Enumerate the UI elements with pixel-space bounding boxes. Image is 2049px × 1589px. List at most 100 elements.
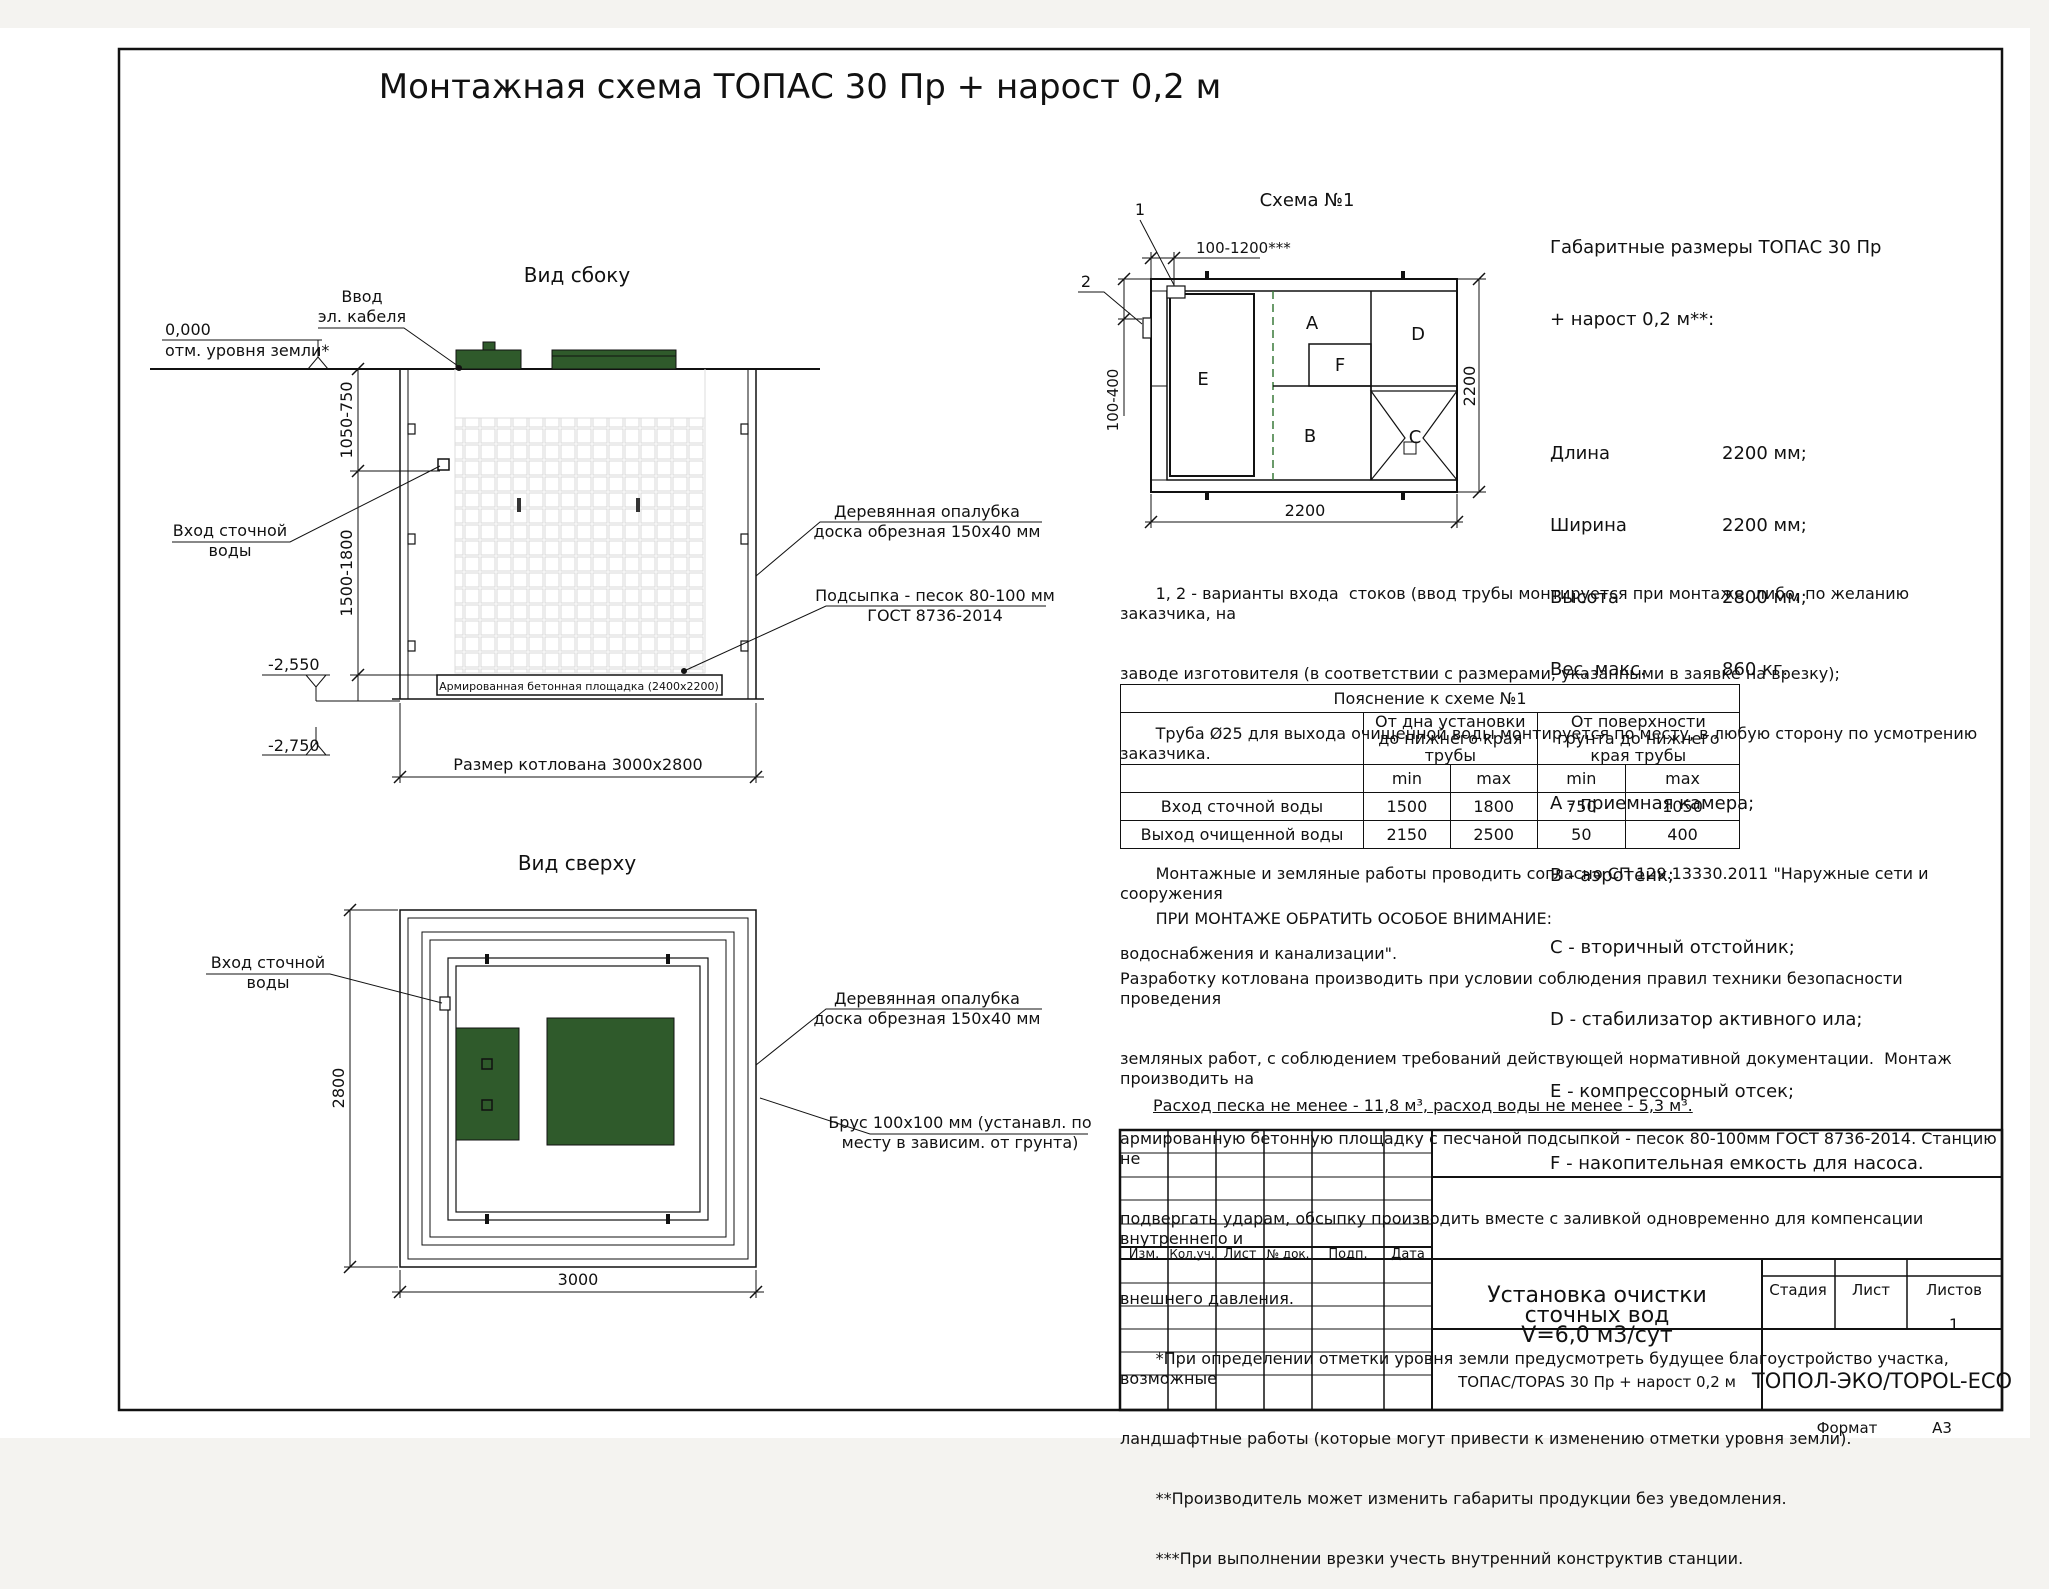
product-title-3: V=6,0 м3/сут (1521, 1323, 1673, 1348)
legend-item: B - аэротенк; (1550, 865, 1674, 886)
stamp-company: ТОПОЛ-ЭКО/TOPOL-ECO (1751, 1369, 2012, 1393)
zone-e (1169, 293, 1255, 477)
dim-row-label: Высота (1550, 587, 1619, 608)
cell: 400 (1625, 820, 1740, 849)
zone-label-c: C (1409, 427, 1422, 448)
stamp-col-izm: Изм. (1129, 1247, 1160, 1262)
stamp-col-date: Дата (1391, 1247, 1425, 1262)
top-inlet-label-2: воды (247, 973, 290, 992)
dim-inlet-height: 1500-1800 (337, 529, 356, 616)
scheme-explanation-table: Пояснение к схеме №1 От дна установки до… (1120, 684, 1741, 849)
table-subheader: max (1625, 764, 1740, 793)
stamp-model: ТОПАС/TOPAS 30 Пр + нарост 0,2 м (1457, 1373, 1736, 1391)
pit-outline (399, 909, 757, 1268)
note-line: армированную бетонную площадку с песчано… (1120, 1129, 2002, 1168)
legend-item: C - вторичный отстойник; (1550, 937, 1795, 958)
beam-label-1: Брус 100х100 мм (устанавл. по (828, 1113, 1091, 1132)
inlet-pipe (437, 458, 450, 471)
product-title-1: Установка очистки (1487, 1283, 1707, 1308)
callout-1: 1 (1135, 200, 1145, 219)
sheet-frame (117, 47, 2004, 1412)
dim-row-value: 2800 мм; (1722, 587, 1807, 608)
top-view: Вид сверху Вход сточной воды Деревянная … (206, 851, 1092, 1299)
beam-label-2: месту в зависим. от грунта) (842, 1133, 1079, 1152)
mark-mid: -2,550 (268, 655, 320, 674)
consumption-note: Расход песка не менее - 11,8 м³, расход … (1153, 1096, 1693, 1115)
zone-label-f: F (1335, 355, 1345, 376)
note-line: ***При выполнении врезки учесть внутренн… (1120, 1549, 1744, 1568)
table-row: Выход очищенной воды 2150 2500 50 400 (1120, 820, 1740, 849)
cell: 2500 (1449, 820, 1538, 849)
table-subheader: min (1363, 764, 1451, 793)
table-row: Вход сточной воды 1500 1800 750 1050 (1120, 792, 1740, 821)
ground-mark-label: отм. уровня земли* (165, 341, 329, 360)
format-value: А3 (1932, 1419, 1952, 1437)
lid-small-top (455, 1027, 520, 1141)
top-formwork-label-1: Деревянная опалубка (834, 989, 1020, 1008)
cable-label-2: эл. кабеля (318, 307, 406, 326)
lid-large (551, 349, 677, 370)
stamp (1118, 1128, 2004, 1412)
table-subheader: max (1449, 764, 1538, 793)
inlet-label-1: Вход сточной (173, 521, 287, 540)
scheme-dim-left: 100-400 (1104, 369, 1122, 432)
dim-row-label: Ширина (1550, 515, 1627, 536)
scheme-title: Схема №1 (1260, 190, 1355, 211)
sheets-total: 1 (1949, 1315, 1959, 1334)
table-group-1: От дна установки до нижнего края трубы (1363, 712, 1538, 765)
dims-title-2: + нарост 0,2 м**: (1550, 309, 1715, 330)
row-label: Выход очищенной воды (1120, 820, 1364, 849)
formwork-label-1: Деревянная опалубка (834, 502, 1020, 521)
table-empty-sub (1120, 764, 1364, 793)
cell: 750 (1536, 792, 1627, 821)
zone-f (1308, 343, 1372, 387)
dims-title-1: Габаритные размеры ТОПАС 30 Пр (1550, 237, 1882, 258)
concrete-slab (436, 674, 723, 696)
stamp-col-doc: № док. (1267, 1247, 1310, 1261)
legend-item: E - компрессорный отсек; (1550, 1081, 1795, 1102)
note-line: 1, 2 - варианты входа стоков (ввод трубы… (1120, 584, 1915, 623)
note-line: Разработку котлована производить при усл… (1120, 969, 1908, 1008)
dim-inlet-depth: 1050-750 (337, 381, 356, 458)
top-dim-width: 3000 (558, 1270, 599, 1289)
cell: 2150 (1363, 820, 1451, 849)
zone-label-b: B (1304, 426, 1316, 447)
scheme-1: Схема №1 E A B C D F 1 2 (1078, 190, 1486, 529)
table-group-2: От поверхности грунта до нижнего края тр… (1536, 712, 1741, 765)
dim-row-value: 2200 мм; (1722, 515, 1807, 536)
cell: 1500 (1363, 792, 1451, 821)
product-title-2: сточных вод (1525, 1303, 1670, 1328)
note-line: ландшафтные работы (которые могут привес… (1120, 1429, 1852, 1448)
dim-row-value: 860 кг. (1722, 659, 1789, 680)
drawing-sheet: Монтажная схема ТОПАС 30 Пр + нарост 0,2… (0, 28, 2030, 1568)
note-line: заводе изготовителя (в соответствии с ра… (1120, 664, 1840, 683)
side-view-title: Вид сбоку (524, 263, 631, 287)
slab-label: Армированная бетонная площадка (2400х220… (439, 680, 719, 693)
format-label: Формат (1817, 1419, 1878, 1437)
table-caption: Пояснение к схеме №1 (1120, 684, 1740, 713)
cell: 1800 (1449, 792, 1538, 821)
note-line: водоснабжения и канализации". (1120, 944, 1398, 963)
notes-bottom: ПРИ МОНТАЖЕ ОБРАТИТЬ ОСОБОЕ ВНИМАНИЕ: Ра… (1120, 869, 2000, 1589)
side-view: Вид сбоку Армированная бетонная площадка (150, 263, 1055, 784)
scheme-dim-bottom: 2200 (1285, 501, 1326, 520)
legend-item: F - накопительная емкость для насоса. (1550, 1153, 1924, 1174)
lid-small (455, 349, 522, 370)
note-line: *При определении отметки уровня земли пр… (1120, 1349, 1954, 1388)
note-line: земляных работ, с соблюдением требований… (1120, 1049, 1957, 1088)
scheme-dim-top: 100-1200*** (1196, 239, 1291, 257)
cell: 1050 (1625, 792, 1740, 821)
top-formwork-label-2: доска обрезная 150х40 мм (814, 1009, 1041, 1028)
top-dim-height: 2800 (329, 1068, 348, 1109)
backfill-label-2: ГОСТ 8736-2014 (867, 606, 1003, 625)
sheets-header: Листов (1926, 1281, 1982, 1299)
drawing-canvas: Монтажная схема ТОПАС 30 Пр + нарост 0,2… (117, 47, 2012, 1437)
note-line: **Производитель может изменить габариты … (1120, 1489, 1787, 1508)
cell: 50 (1536, 820, 1627, 849)
top-view-title: Вид сверху (518, 851, 637, 875)
zone-label-e: E (1197, 369, 1208, 390)
note-line: подвергать ударам, обсыпку производить в… (1120, 1209, 1929, 1248)
note-line: ПРИ МОНТАЖЕ ОБРАТИТЬ ОСОБОЕ ВНИМАНИЕ: (1120, 909, 1553, 928)
table-empty-header (1120, 712, 1364, 765)
stage-header: Стадия (1769, 1281, 1827, 1299)
